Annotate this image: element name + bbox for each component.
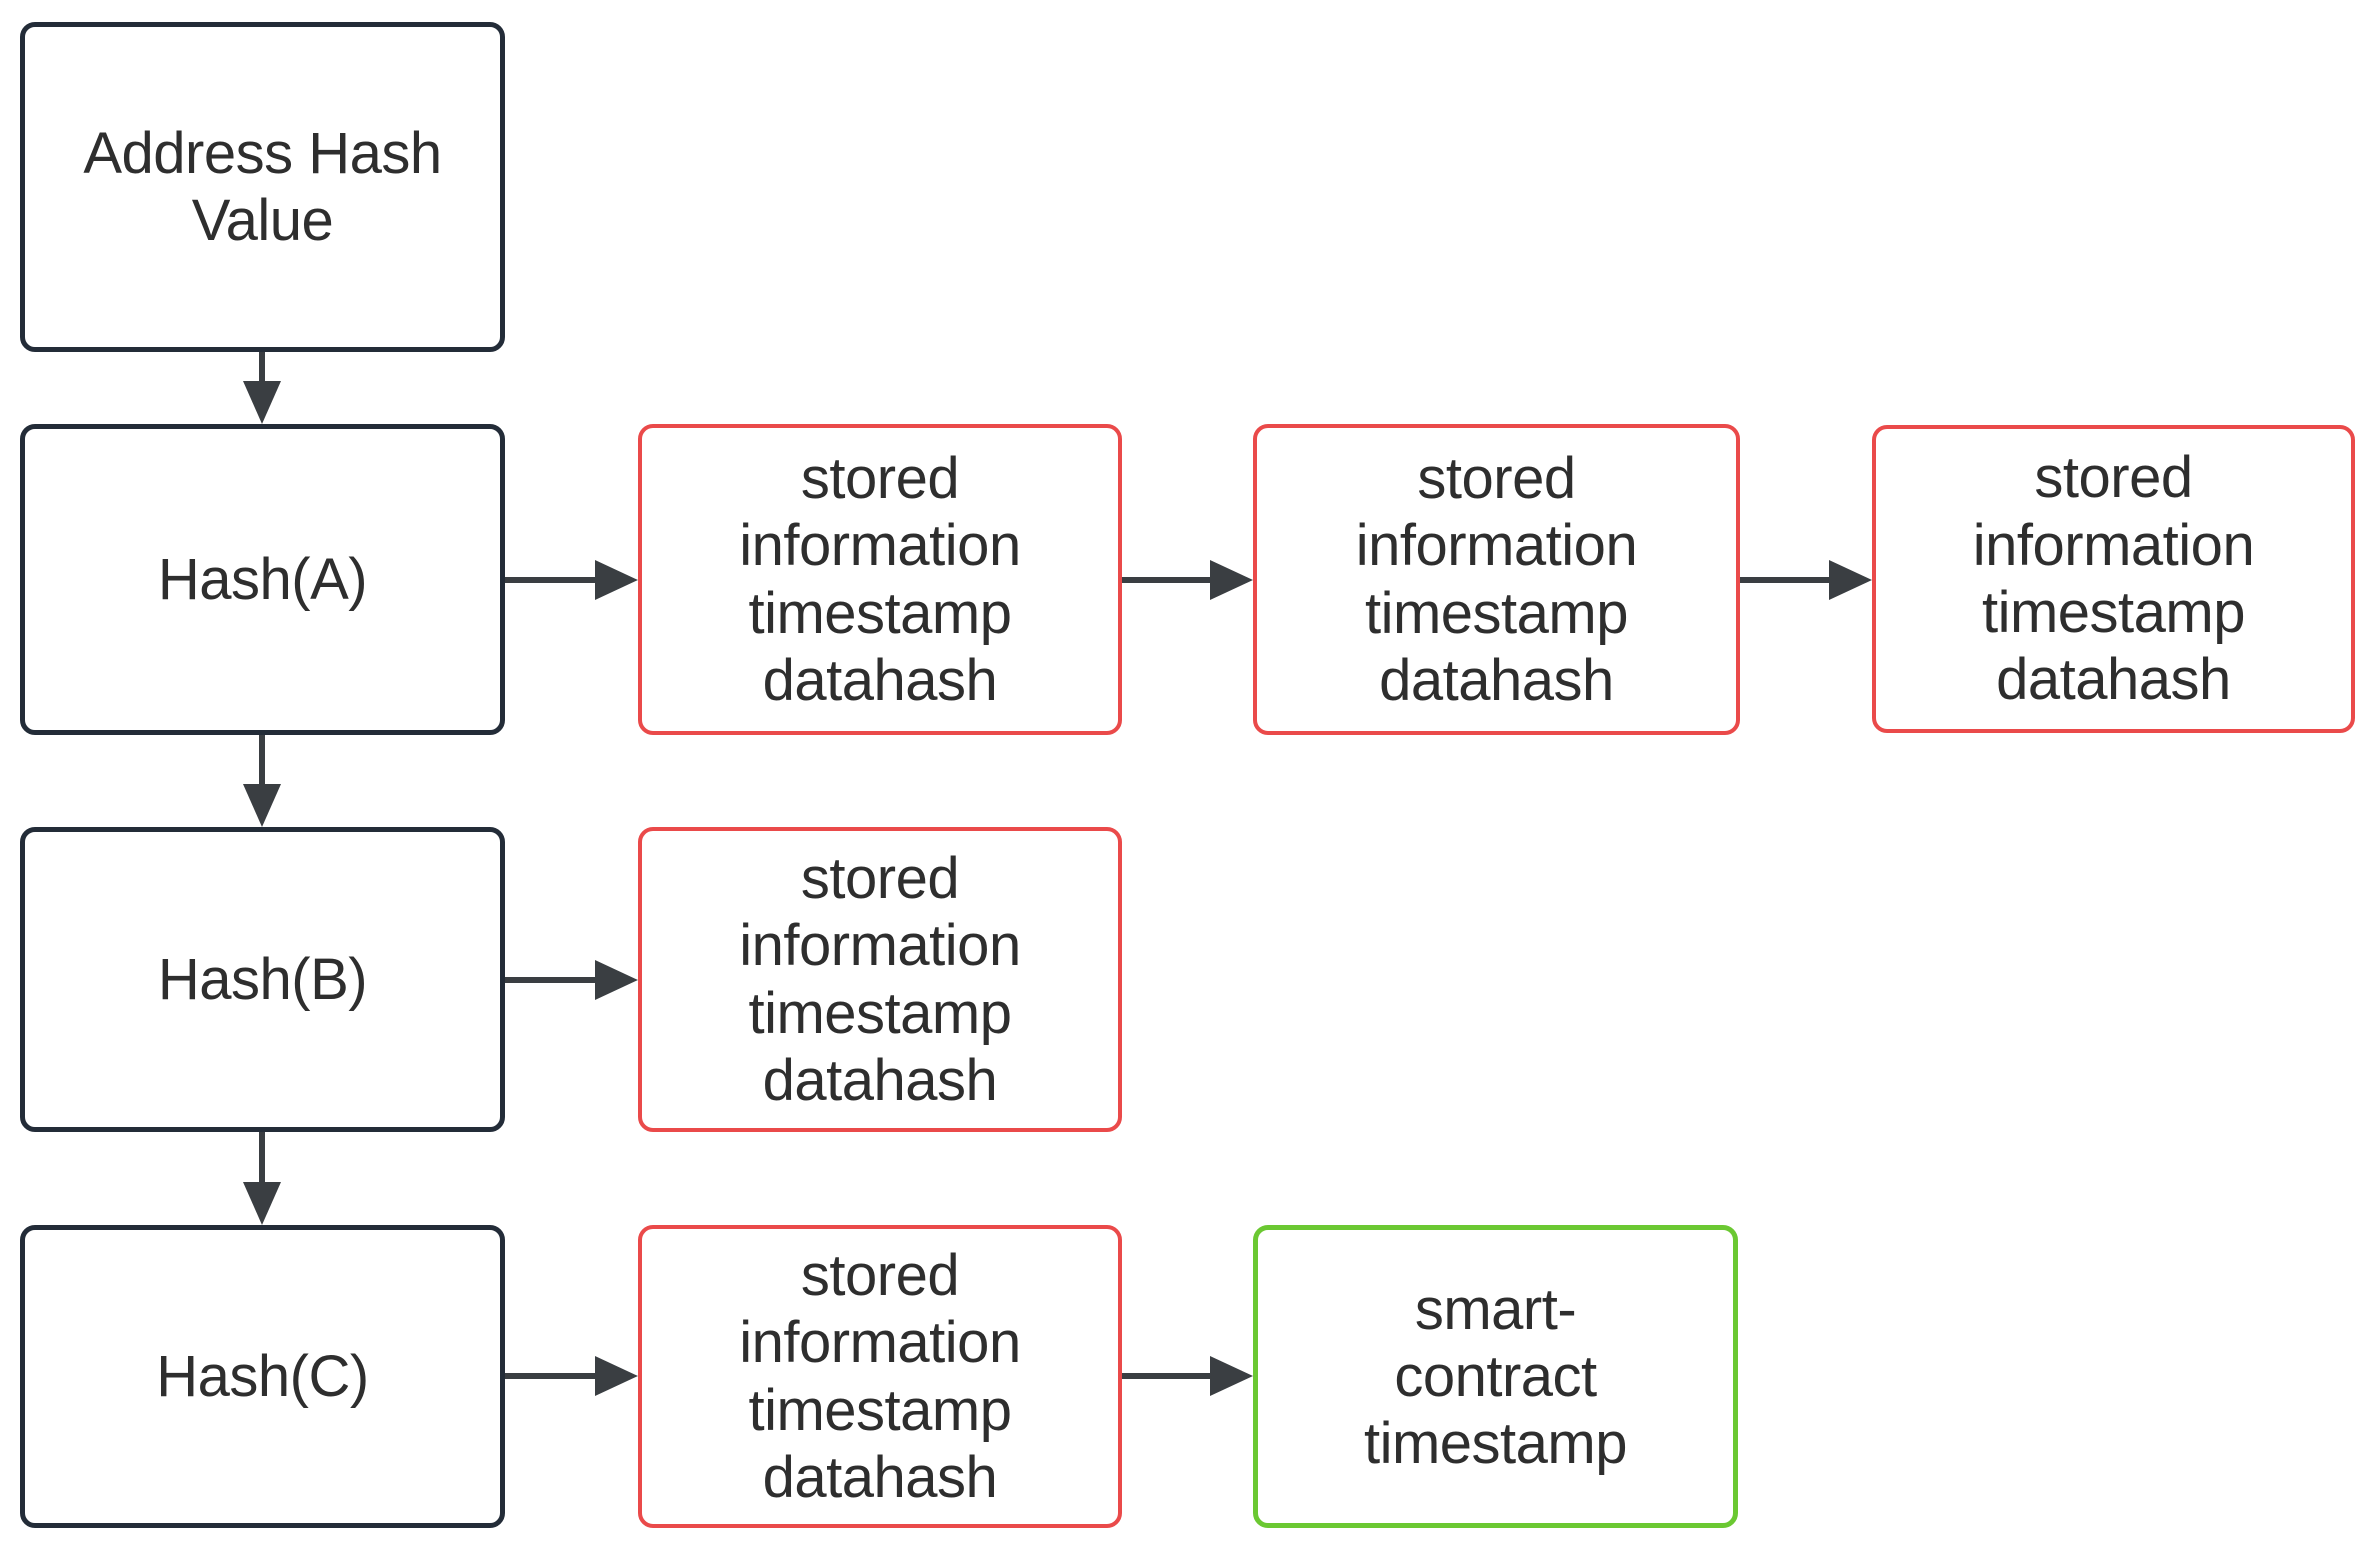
node-hash-a: Hash(A) — [20, 424, 505, 735]
arrow-stored-a2-to-stored-a3-icon — [1740, 577, 1829, 583]
arrow-stored-c1-to-smart-contract-icon — [1122, 1373, 1210, 1379]
address-hash-value-label: Address Hash Value — [83, 120, 442, 253]
node-stored-info-a2: stored information timestamp datahash — [1253, 424, 1740, 735]
node-hash-b: Hash(B) — [20, 827, 505, 1132]
smart-contract-timestamp-label: smart- contract timestamp — [1363, 1276, 1628, 1477]
node-smart-contract-timestamp: smart- contract timestamp — [1253, 1225, 1738, 1528]
stored-info-a3-label: stored information timestamp datahash — [1972, 445, 2255, 713]
arrow-hash-b-to-hash-c-icon — [259, 1132, 265, 1182]
arrow-stored-a1-to-stored-a2-icon — [1122, 577, 1210, 583]
node-stored-info-c1: stored information timestamp datahash — [638, 1225, 1122, 1528]
arrow-hash-b-to-stored-b1-icon — [505, 977, 595, 983]
stored-info-a2-label: stored information timestamp datahash — [1355, 445, 1638, 713]
hash-a-label: Hash(A) — [157, 546, 368, 612]
stored-info-b1-label: stored information timestamp datahash — [739, 845, 1021, 1113]
node-stored-info-a3: stored information timestamp datahash — [1872, 425, 2355, 733]
node-stored-info-a1: stored information timestamp datahash — [638, 424, 1122, 735]
node-hash-c: Hash(C) — [20, 1225, 505, 1528]
arrow-hash-a-to-hash-b-icon — [259, 735, 265, 784]
stored-info-a1-label: stored information timestamp datahash — [739, 445, 1021, 713]
hash-b-label: Hash(B) — [157, 946, 368, 1012]
hash-c-label: Hash(C) — [156, 1343, 369, 1409]
arrow-address-to-hash-a-icon — [259, 352, 265, 381]
node-stored-info-b1: stored information timestamp datahash — [638, 827, 1122, 1132]
stored-info-c1-label: stored information timestamp datahash — [739, 1242, 1021, 1510]
arrow-hash-c-to-stored-c1-icon — [505, 1373, 595, 1379]
arrow-hash-a-to-stored-a1-icon — [505, 577, 595, 583]
node-address-hash-value: Address Hash Value — [20, 22, 505, 352]
